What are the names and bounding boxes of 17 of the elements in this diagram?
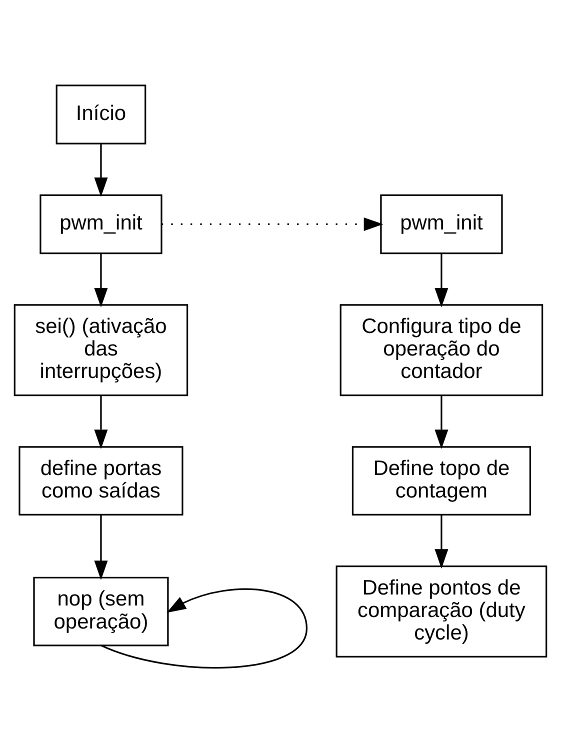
arrow xyxy=(94,144,108,197)
node-box: sei() (ativação das interrupções) xyxy=(14,304,188,396)
arrow xyxy=(162,217,384,232)
node-box: pwm_init xyxy=(380,194,503,254)
arrow xyxy=(94,254,108,308)
arrow xyxy=(434,396,448,449)
arrow xyxy=(434,515,448,569)
node-box: Configura tipo de operação do contador xyxy=(340,304,544,396)
arrow xyxy=(94,515,108,580)
node-box: Início xyxy=(56,84,146,144)
node-box: define portas como saídas xyxy=(18,446,184,516)
node-box: nop (sem operação) xyxy=(33,576,169,646)
arrow xyxy=(94,396,108,449)
arrow xyxy=(434,254,448,308)
node-box: Define pontos de comparação (duty cycle) xyxy=(336,566,548,658)
node-box: Define topo de contagem xyxy=(352,446,532,516)
node-box: pwm_init xyxy=(40,194,162,254)
